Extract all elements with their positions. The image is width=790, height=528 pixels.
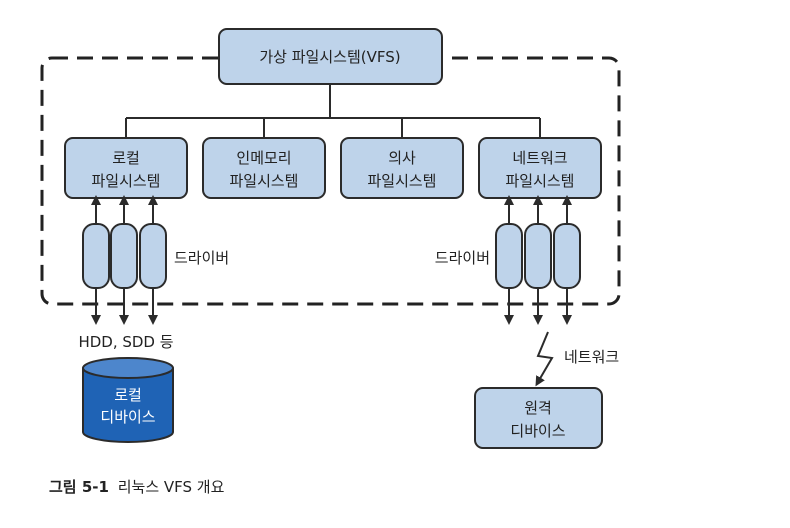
network-label: 네트워크 [564, 348, 619, 366]
figure-caption: 그림 5-1 리눅스 VFS 개요 [49, 476, 224, 497]
local-device-label: 디바이스 [100, 408, 155, 426]
vfs-label: 가상 파일시스템(VFS) [259, 48, 400, 66]
driver-module [110, 223, 138, 289]
local-device-label: 로컬 [114, 386, 142, 404]
driver-module [524, 223, 552, 289]
remote-device-box: 원격 디바이스 [474, 387, 603, 449]
fs-box-local: 로컬 파일시스템 [64, 137, 188, 199]
local-device-disk: 로컬 디바이스 [82, 357, 174, 443]
fs-label: 파일시스템 [367, 172, 436, 190]
fs-box-inmemory: 인메모리 파일시스템 [202, 137, 326, 199]
network-lightning-icon [535, 331, 554, 387]
fs-box-network: 네트워크 파일시스템 [478, 137, 602, 199]
fs-label: 파일시스템 [505, 172, 574, 190]
fs-label: 인메모리 [236, 149, 291, 167]
figure-number: 그림 5-1 [49, 478, 109, 496]
remote-device-label: 디바이스 [510, 422, 565, 440]
remote-device-label: 원격 [524, 399, 552, 417]
fs-label: 파일시스템 [91, 172, 160, 190]
right-drivers [495, 195, 581, 325]
fs-label: 로컬 [112, 149, 140, 167]
driver-module [495, 223, 523, 289]
left-drivers [82, 195, 167, 325]
figure-title: 리눅스 VFS 개요 [117, 478, 225, 496]
fs-label: 파일시스템 [229, 172, 298, 190]
driver-label-right: 드라이버 [435, 249, 490, 267]
fs-label: 의사 [388, 149, 416, 167]
driver-module [553, 223, 581, 289]
driver-module [139, 223, 167, 289]
storage-label: HDD, SDD 등 [78, 333, 173, 351]
fs-box-pseudo: 의사 파일시스템 [340, 137, 464, 199]
driver-label-left: 드라이버 [174, 249, 229, 267]
driver-module [82, 223, 110, 289]
vfs-box: 가상 파일시스템(VFS) [218, 28, 443, 85]
fs-label: 네트워크 [512, 149, 567, 167]
